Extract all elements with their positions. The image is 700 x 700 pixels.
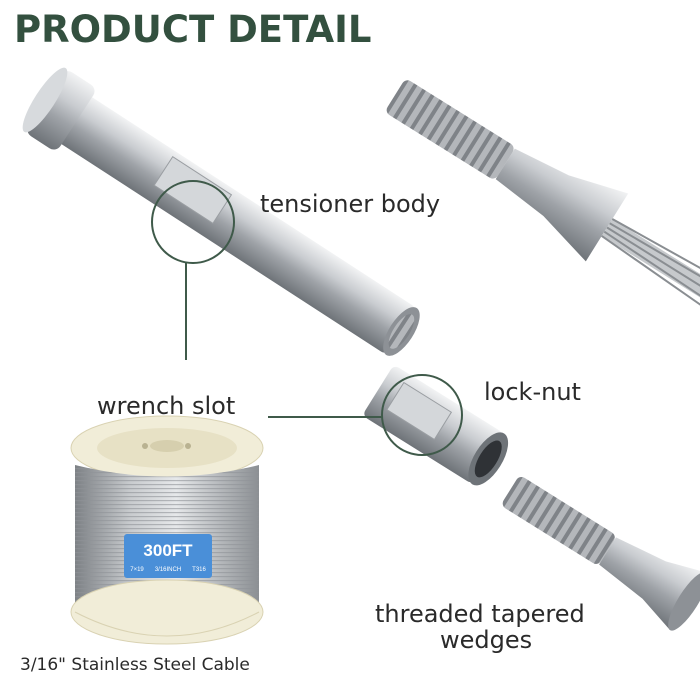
spool-spec-grade: T316 [192,567,206,573]
tensioner-body-image [22,67,420,356]
label-tensioner-body: tensioner body [260,190,441,218]
label-wedges-line2: wedges [440,626,533,654]
lock-nut-image [364,366,509,486]
spool-spec-diameter: 3/16INCH [155,567,181,573]
label-wedges-line1: threaded tapered [375,600,585,628]
page-title: PRODUCT DETAIL [14,8,372,51]
cable-spool-image: 300FT 7×19 3/16INCH T316 [70,415,264,645]
threaded-wedge-cable-image [386,80,700,375]
tapered-wedge-image [502,477,700,631]
label-lock-nut: lock-nut [484,378,581,406]
spool-caption: 3/16" Stainless Steel Cable [20,655,250,675]
spool-length-text: 300FT [143,541,193,560]
label-wrench-slot: wrench slot [97,392,236,420]
spool-spec-construction: 7×19 [130,567,144,573]
